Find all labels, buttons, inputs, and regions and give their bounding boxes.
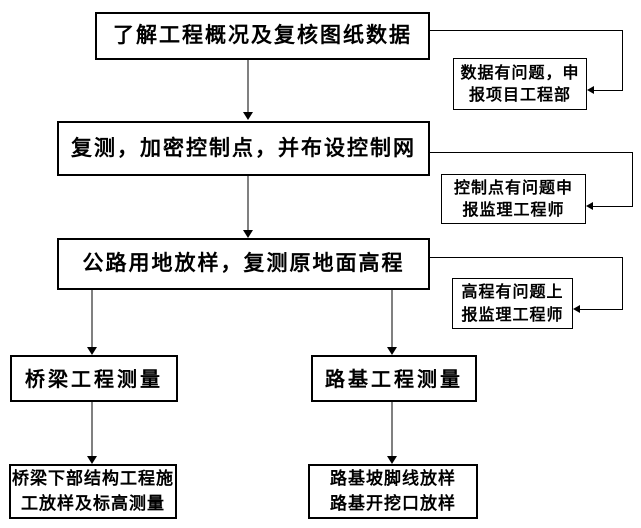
flow-node-subgrade-survey: 路基工程测量 (311, 355, 477, 402)
flow-node-label: 复测，加密控制点，并布设控制网 (71, 135, 416, 160)
arrowhead-down-icon (87, 456, 97, 464)
flow-note-control-point-problem: 控制点有问题申 报监理工程师 (441, 174, 586, 224)
flow-node-label-line2: 工放样及标高测量 (21, 493, 165, 514)
flow-node-subgrade-setout: 路基坡脚线放样 路基开挖口放样 (308, 464, 478, 519)
flow-note-line1: 高程有问题上 (461, 282, 564, 302)
connector-step3-note-entry (580, 309, 623, 310)
flow-node-label-line1: 路基坡脚线放样 (330, 468, 456, 489)
flow-note-line2: 报项目工程部 (468, 85, 571, 104)
flow-note-elevation-problem: 高程有问题上 报监理工程师 (452, 278, 573, 329)
flow-note-line2: 报监理工程师 (462, 200, 565, 219)
arrowhead-down-icon (387, 456, 397, 464)
connector-bridge-detail (91, 402, 93, 456)
connector-subgrade-detail (391, 402, 393, 456)
flow-note-line2: 报监理工程师 (461, 304, 564, 324)
flow-note-line1: 数据有问题，申 (460, 62, 580, 82)
flow-node-label: 公路用地放样，复测原地面高程 (82, 251, 405, 276)
connector-step3-subgrade (391, 290, 393, 347)
flow-node-control-network: 复测，加密控制点，并布设控制网 (57, 121, 430, 176)
flow-node-label: 桥梁工程测量 (25, 366, 163, 391)
flow-node-label: 路基工程测量 (325, 366, 463, 391)
connector-step2-step3 (247, 176, 249, 230)
connector-step3-note-horizontal (430, 257, 623, 258)
connector-step1-step2 (247, 60, 249, 112)
connector-step2-note-horizontal (430, 152, 633, 153)
flow-note-data-problem: 数据有问题，申 报项目工程部 (453, 58, 587, 110)
connector-step1-note-entry (594, 90, 623, 91)
connector-step3-bridge (91, 290, 93, 347)
flow-node-land-setout: 公路用地放样，复测原地面高程 (57, 238, 430, 290)
flow-note-line1: 控制点有问题申 (453, 177, 573, 197)
arrowhead-down-icon (387, 347, 397, 355)
arrowhead-left-icon (587, 86, 594, 94)
connector-step2-note-entry (593, 206, 633, 207)
flow-node-bridge-survey: 桥梁工程测量 (10, 355, 178, 402)
arrowhead-down-icon (243, 230, 253, 238)
flow-node-label-line1: 桥梁下部结构工程施 (12, 468, 174, 489)
flow-node-bridge-substructure-setout: 桥梁下部结构工程施 工放样及标高测量 (9, 464, 177, 519)
flow-node-label: 了解工程概况及复核图纸数据 (113, 23, 412, 48)
connector-step1-note-horizontal (430, 30, 623, 31)
connector-step2-note-vertical (632, 152, 633, 207)
flow-node-label-line2: 路基开挖口放样 (330, 493, 456, 514)
connector-step3-note-vertical (622, 257, 623, 310)
connector-step1-note-vertical (622, 30, 623, 91)
arrowhead-left-icon (573, 305, 580, 313)
arrowhead-down-icon (87, 347, 97, 355)
flow-node-review-drawings: 了解工程概况及复核图纸数据 (95, 12, 430, 60)
arrowhead-left-icon (586, 202, 593, 210)
arrowhead-down-icon (243, 112, 253, 120)
